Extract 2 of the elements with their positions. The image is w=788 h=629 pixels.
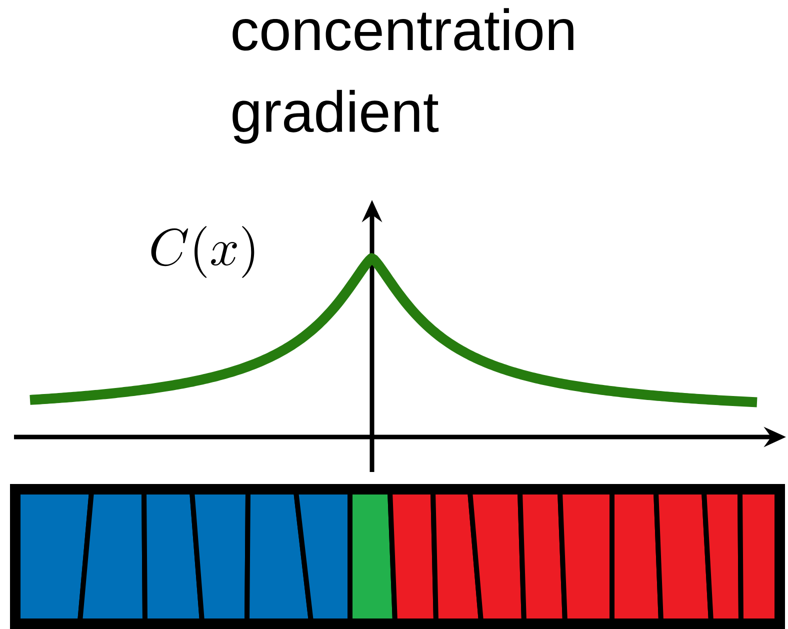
function-label: $C(x)$ — [151, 226, 254, 278]
title: concentration gradient — [232, 8, 574, 144]
